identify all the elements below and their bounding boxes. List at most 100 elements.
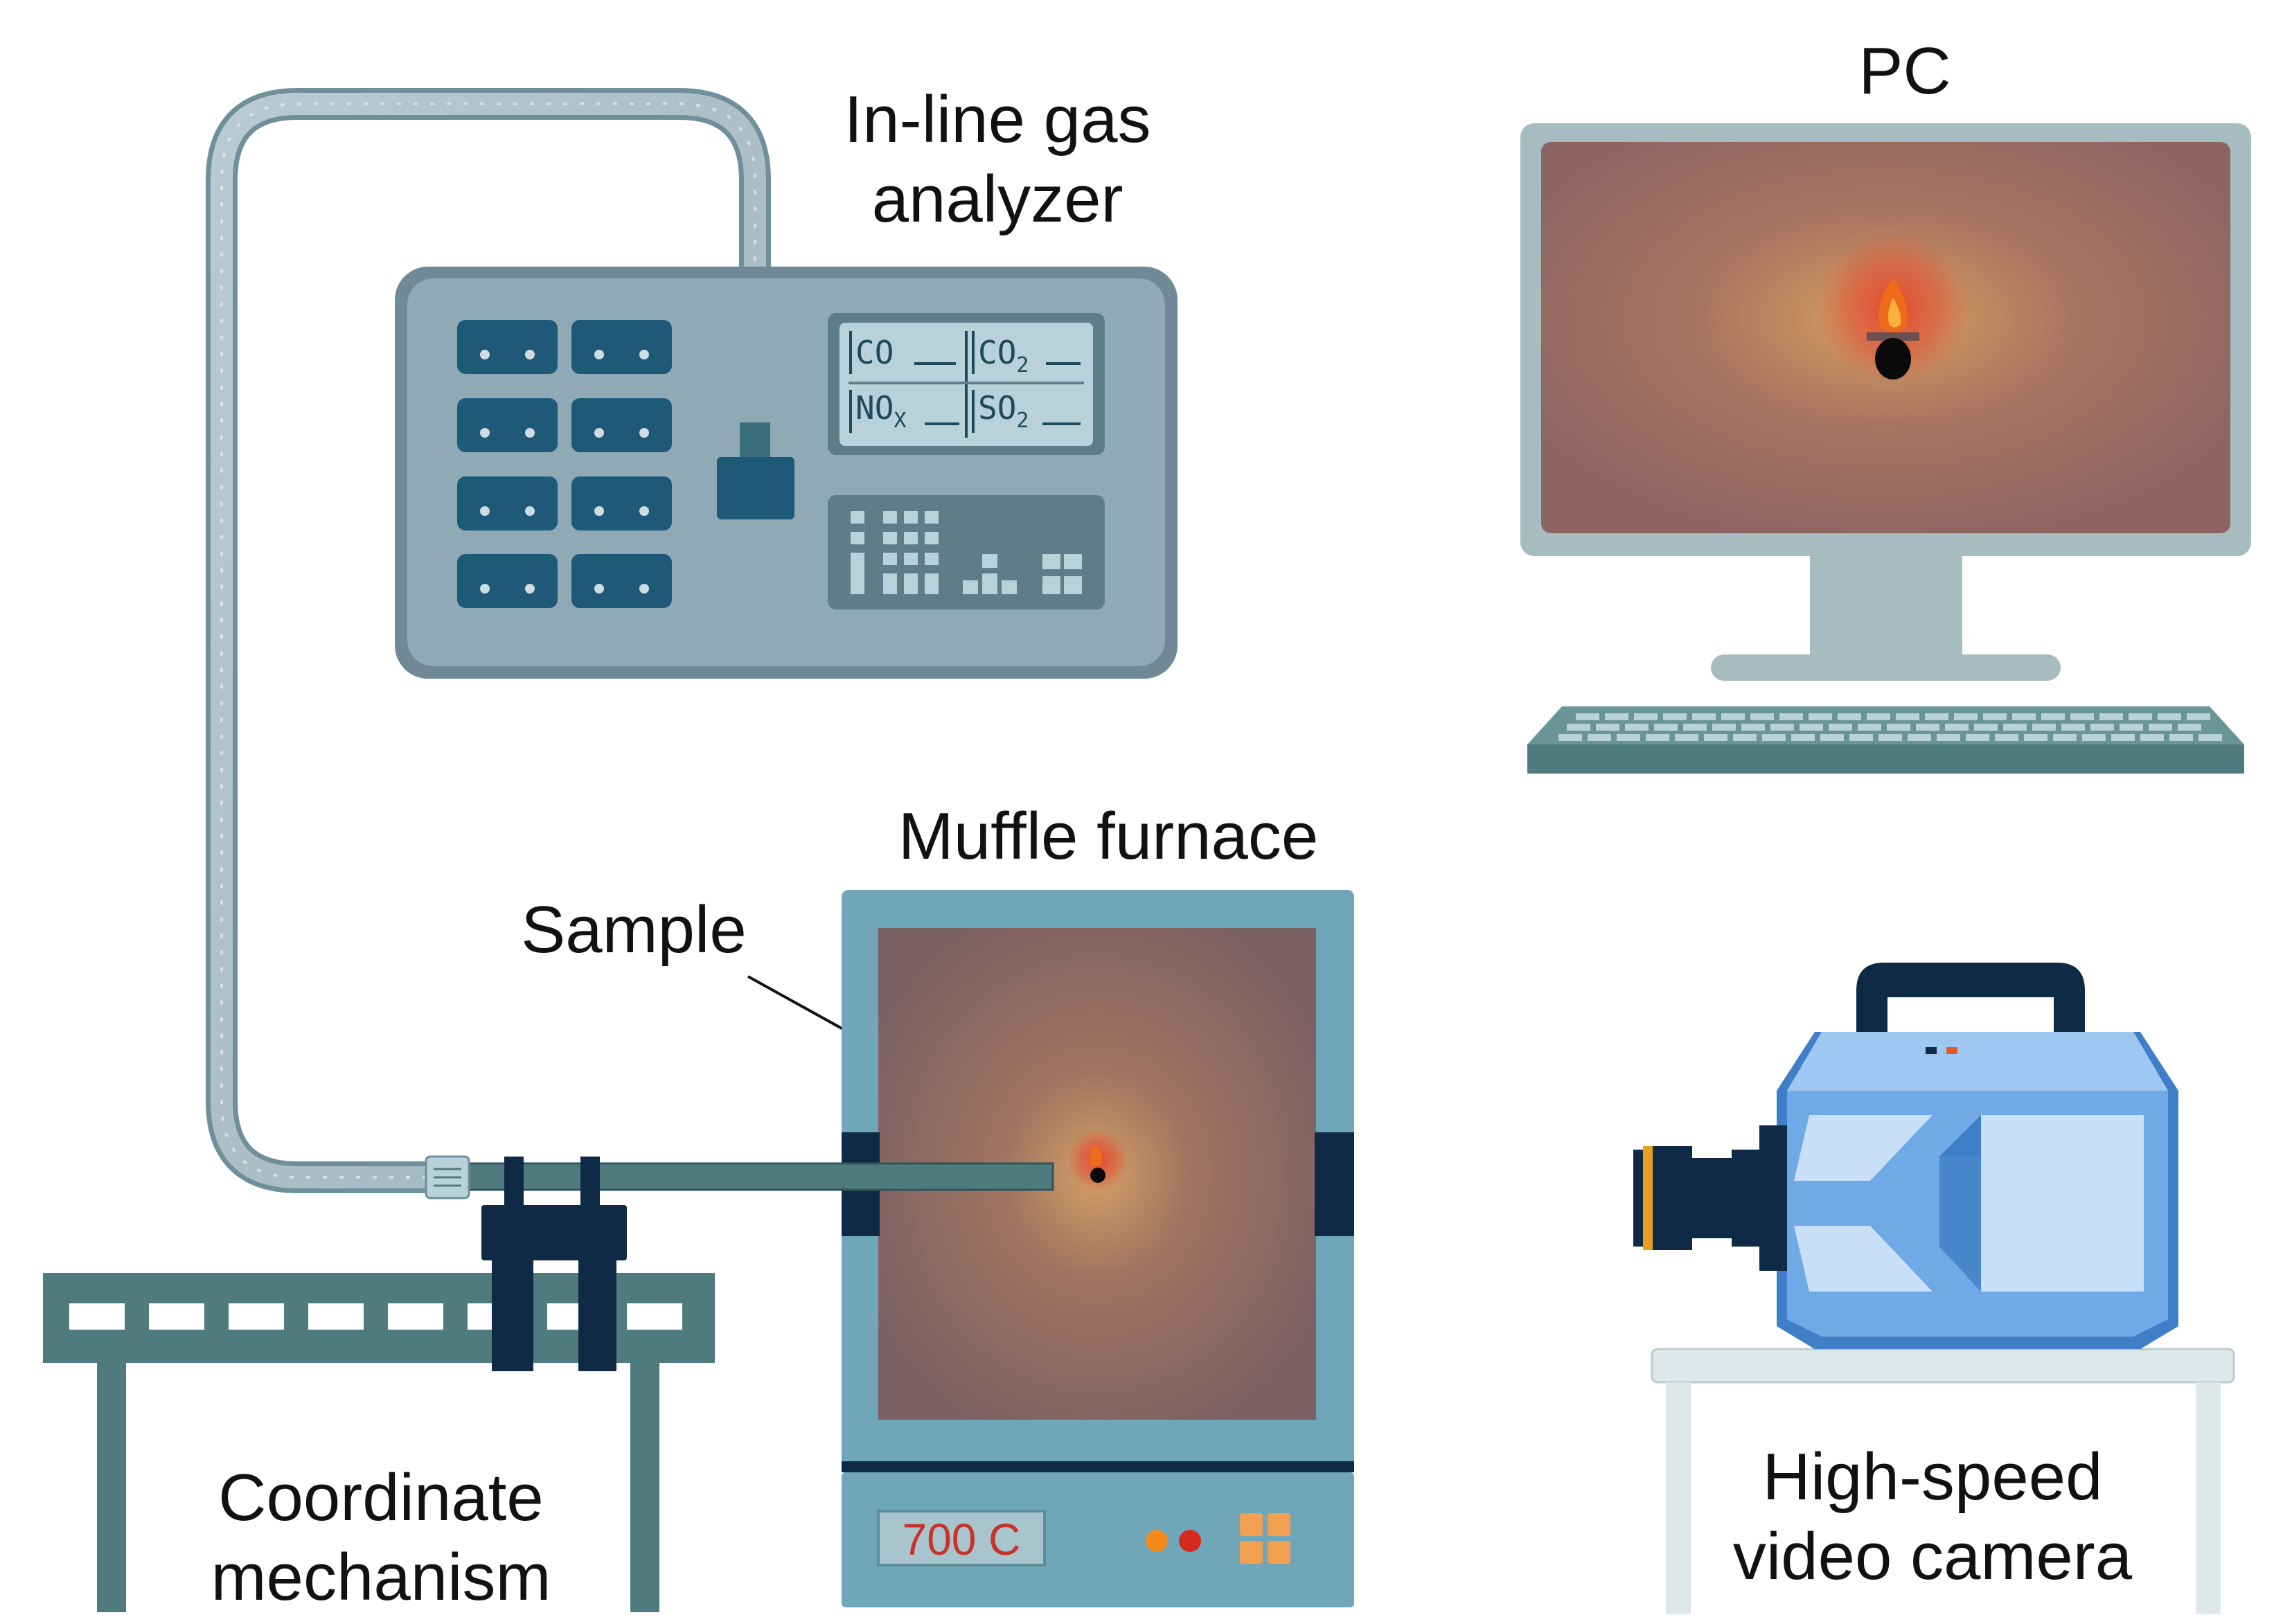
reading-nox-label: NOX <box>855 389 906 433</box>
keyboard-keys <box>1558 713 2222 741</box>
keyboard-key <box>1654 724 1678 731</box>
keyboard-key <box>2129 713 2152 720</box>
sample-flame-icon <box>1090 1144 1102 1167</box>
keyboard-key <box>1809 713 1832 720</box>
keyboard-key <box>1800 724 1823 731</box>
keyboard-key <box>1896 713 1919 720</box>
keyboard-key <box>1634 713 1658 720</box>
furnace-right-port <box>1315 1132 1354 1236</box>
keyboard-key <box>1937 734 1960 741</box>
muffle-furnace-label: Muffle furnace <box>898 799 1319 873</box>
keyboard-key <box>1750 713 1774 720</box>
analyzer-port <box>457 398 558 452</box>
indicator-led-orange <box>1146 1530 1168 1552</box>
keyboard-key <box>1567 724 1590 731</box>
high-speed-camera <box>1633 963 2178 1349</box>
analyzer-port <box>571 398 672 452</box>
analyzer-port <box>571 476 672 530</box>
keyboard-key <box>1733 734 1757 741</box>
keyboard-key <box>1721 713 1745 720</box>
keyboard-key <box>2003 724 2027 731</box>
keyboard-key <box>1762 734 1786 741</box>
coordinate-mechanism <box>43 1155 1054 1612</box>
keyboard-key <box>2082 734 2106 741</box>
keyboard-key <box>1995 734 2018 741</box>
gas-analyzer-label-line1: In-line gas <box>844 82 1151 157</box>
muffle-furnace: 700 C <box>842 890 1354 1607</box>
camera-table <box>1651 1348 2235 1614</box>
analyzer-port <box>571 320 672 374</box>
keyboard-key <box>1646 734 1669 741</box>
keyboard-key <box>2024 734 2047 741</box>
sample-particle <box>1090 1168 1105 1183</box>
coordinate-mechanism-label-line1: Coordinate <box>218 1461 544 1535</box>
keyboard-key <box>2012 713 2036 720</box>
keyboard-key <box>2140 734 2164 741</box>
keyboard-key <box>2198 734 2222 741</box>
analyzer-port <box>457 554 558 608</box>
keyboard-key <box>2099 713 2123 720</box>
camera-lens <box>1633 1125 1787 1271</box>
keyboard-key <box>1791 734 1815 741</box>
sample-droplet-icon <box>1875 338 1911 380</box>
monitor-neck <box>1810 556 1962 660</box>
keyboard-key <box>2032 724 2056 731</box>
analyzer-port-grid <box>457 320 672 608</box>
rod-coupling <box>425 1155 470 1199</box>
camera-label-line2: video camera <box>1733 1519 2133 1594</box>
gas-sampling-hose <box>206 88 771 1193</box>
keyboard-key <box>1605 713 1628 720</box>
keyboard-key <box>1954 713 1978 720</box>
indicator-led-red <box>1179 1530 1201 1552</box>
keyboard-key <box>2041 713 2065 720</box>
keyboard-key <box>1683 724 1707 731</box>
analyzer-port <box>457 320 558 374</box>
reading-co-label: CO <box>855 334 894 371</box>
keyboard-key <box>1867 713 1890 720</box>
keyboard-key <box>1588 734 1611 741</box>
keyboard-key <box>1966 734 1989 741</box>
keyboard-key <box>1916 724 1939 731</box>
sample-holder-rod <box>442 1162 1054 1191</box>
analyzer-port <box>571 554 672 608</box>
coordinate-mechanism-label-line2: mechanism <box>211 1540 551 1614</box>
keyboard-key <box>2111 734 2135 741</box>
gas-analyzer: CO CO2 NOX SO2 <box>395 267 1178 679</box>
analyzer-port <box>457 476 558 530</box>
keyboard-key <box>1617 734 1640 741</box>
pc-keyboard <box>1527 706 2244 774</box>
sample-label: Sample <box>521 893 747 967</box>
reading-co2-label: CO2 <box>978 334 1029 377</box>
keyboard-key <box>2169 734 2193 741</box>
mechanism-leg-left <box>97 1363 126 1612</box>
analyzer-keypad <box>828 495 1105 609</box>
hose-connector-neck <box>740 422 770 457</box>
rail-slots <box>69 1303 682 1330</box>
keyboard-key <box>1692 713 1716 720</box>
keyboard-key <box>2053 734 2077 741</box>
keyboard-key <box>1663 713 1687 720</box>
furnace-control-buttons <box>1240 1513 1290 1564</box>
camera-label-line1: High-speed <box>1763 1440 2103 1514</box>
keyboard-key <box>1829 724 1852 731</box>
keyboard-key <box>1838 713 1861 720</box>
keyboard-key <box>1625 724 1649 731</box>
pc-label: PC <box>1858 34 1951 108</box>
keyboard-key <box>2061 724 2085 731</box>
keyboard-key <box>1858 724 1881 731</box>
keyboard-key <box>1558 734 1582 741</box>
temperature-display <box>877 1510 1046 1567</box>
mechanism-leg-right <box>630 1363 659 1612</box>
keyboard-key <box>1849 734 1873 741</box>
keyboard-key <box>1770 724 1794 731</box>
camera-handle <box>1856 963 2085 1039</box>
pc-monitor <box>1520 123 2251 681</box>
temperature-readout: 700 C <box>903 1515 1021 1564</box>
keyboard-key <box>1704 734 1727 741</box>
keyboard-key <box>1675 734 1698 741</box>
keyboard-key <box>2158 713 2181 720</box>
keyboard-key <box>1741 724 1765 731</box>
keyboard-key <box>2178 724 2201 731</box>
keyboard-key <box>2070 713 2094 720</box>
